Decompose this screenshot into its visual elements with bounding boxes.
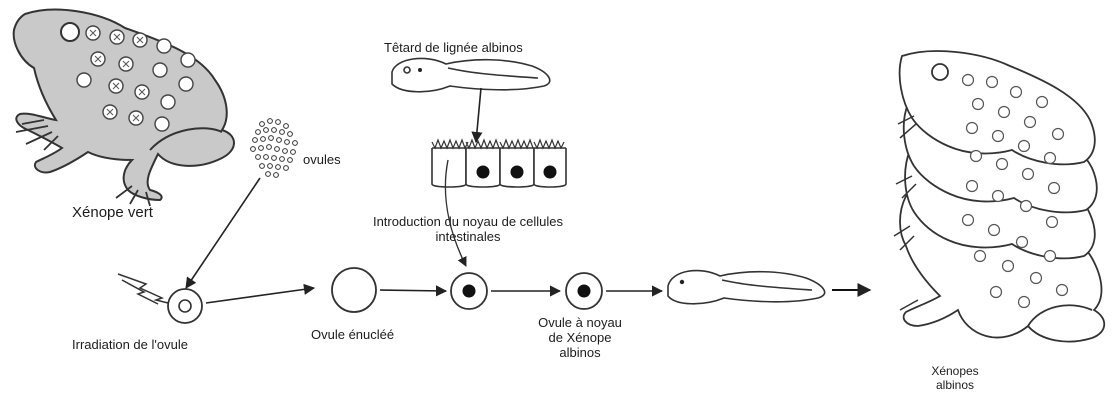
albino-frogs-group — [893, 50, 1106, 343]
ovule-with-albino-nucleus — [565, 272, 603, 310]
enucleated-ovule — [331, 267, 377, 313]
label-albino-xenopus: Xénopes albinos — [900, 364, 1010, 392]
label-ovules: ovules — [303, 152, 341, 167]
ovules-cluster — [250, 118, 298, 178]
label-alb-line1: Xénopes — [931, 364, 979, 378]
arrow-ovules-to-irradiation — [185, 177, 261, 289]
label-nucleus-introduction: Introduction du noyau de cellules intest… — [338, 214, 598, 244]
albino-tadpole — [391, 57, 551, 93]
arrow-enucleated-to-injected — [379, 285, 448, 297]
ovule-receiving-nucleus — [450, 272, 488, 310]
lightning-bolt-icon — [117, 273, 173, 305]
arrow-nucleus-injection — [444, 159, 467, 267]
label-intro-line2: intestinales — [435, 229, 501, 244]
albino-frog-1 — [898, 50, 1096, 166]
label-green-xenopus: Xénope vert — [72, 204, 153, 221]
label-noyau-line2: de Xénope — [548, 330, 612, 345]
irradiated-ovule — [167, 288, 203, 324]
label-noyau-line3: albinos — [559, 345, 601, 360]
green-xenopus-frog — [12, 8, 235, 207]
arrow-irradiation-to-enucleated — [205, 283, 316, 304]
intestinal-cells — [431, 138, 567, 188]
label-irradiation: Irradiation de l'ovule — [72, 337, 188, 352]
label-noyau-line1: Ovule à noyau — [538, 315, 622, 330]
label-intro-line1: Introduction du noyau de cellules — [372, 214, 564, 229]
arrow-tadpole-to-intestine — [471, 87, 483, 144]
label-enucleated-ovule: Ovule énucléé — [311, 327, 395, 342]
resulting-tadpole — [667, 269, 826, 305]
label-alb-line2: albinos — [935, 378, 975, 392]
label-ovule-albino-nucleus: Ovule à noyau de Xénope albinos — [520, 315, 640, 360]
label-albino-tadpole: Têtard de lignée albinos — [384, 40, 523, 55]
